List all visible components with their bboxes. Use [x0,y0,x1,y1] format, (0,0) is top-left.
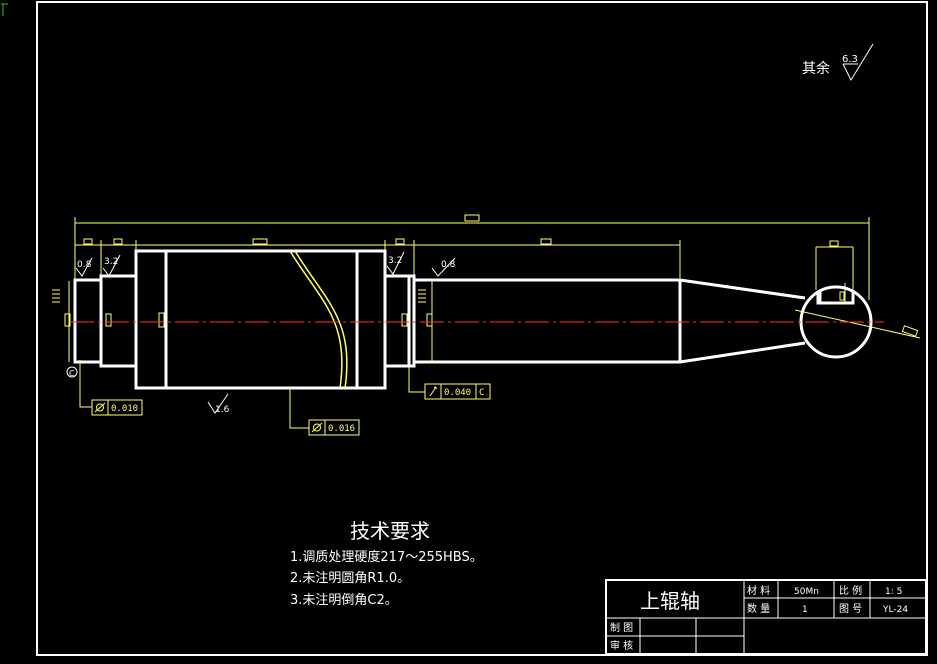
segment-dimensions [52,238,921,362]
quantity-label: 数 量 [747,602,770,615]
drawing-frame [36,1,928,656]
roughness-symbols [75,43,874,414]
tech-requirement-1: 1.调质处理硬度217～255HBS。 [290,549,483,565]
tolerance-value-2: 0.016 [328,424,355,434]
cylindricity-icon [94,402,106,413]
roughness-note-value: 6.3 [842,54,858,65]
tolerance-datum-3: C [479,388,484,398]
tolerance-value-3: 0.040 [444,388,471,398]
scale-value: 1: 5 [885,587,902,597]
drawing-no-label: 图 号 [839,603,862,615]
tech-requirement-2: 2.未注明圆角R1.0。 [290,571,410,586]
roughness-mark-5: 1.6 [215,405,230,415]
title-block-part-name: 上辊轴 [640,589,700,613]
tech-requirements-heading: 技术要求 [350,519,430,543]
material-value: 50Mn [794,587,819,597]
roughness-mark-3: 3.2 [388,256,402,266]
title-block: 上辊轴 材 料 50Mn 比 例 1: 5 数 量 1 图 号 YL-24 制 … [605,579,927,655]
material-label: 材 料 [747,584,770,597]
ucs-icon [1,3,8,16]
roughness-mark-1: 0.8 [77,260,92,270]
circular-runout-icon [429,386,437,397]
datum-circle-icon [66,366,78,378]
roughness-mark-2: 3.2 [104,257,118,267]
quantity-value: 1 [802,605,808,615]
checked-label: 审 核 [610,639,633,652]
overall-dimension [74,214,870,360]
cylindricity-icon [311,422,323,433]
datum-mark: C [69,369,75,378]
drawn-label: 制 图 [610,621,633,634]
shaft-outline [73,249,873,390]
roughness-mark-4: 0.8 [441,260,456,270]
scale-label: 比 例 [839,584,862,597]
tolerance-leaders [79,360,491,436]
tolerance-value-1: 0.010 [111,404,138,414]
tech-requirement-3: 3.未注明倒角C2。 [290,593,398,608]
drawing-no-value: YL-24 [882,605,908,615]
break-line [289,250,348,389]
roughness-note-label: 其余 [802,60,830,77]
